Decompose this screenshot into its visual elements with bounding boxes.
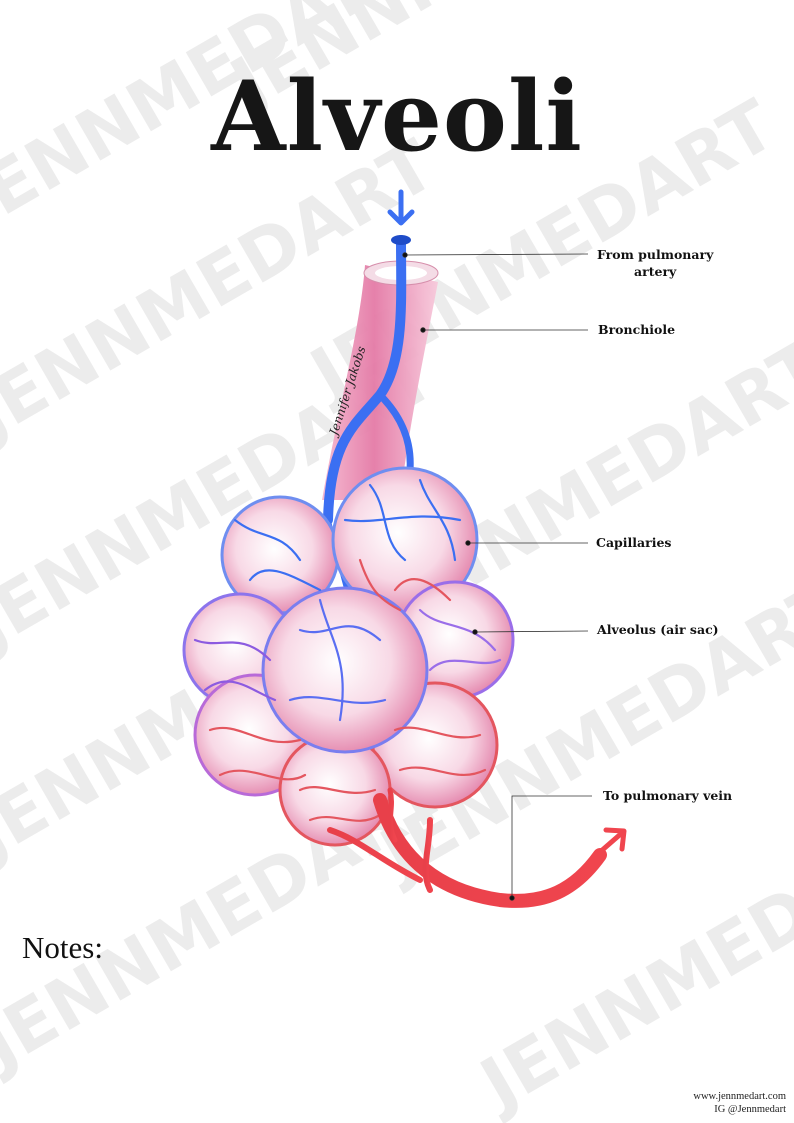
credit-instagram: IG @Jennmedart bbox=[714, 1104, 786, 1115]
alveolus-sac bbox=[261, 586, 429, 754]
label-pulmonary-artery-line2: artery bbox=[634, 264, 677, 279]
label-capillaries: Capillaries bbox=[596, 535, 672, 550]
capillary-network bbox=[193, 478, 502, 822]
label-bronchiole: Bronchiole bbox=[598, 322, 676, 337]
label-alveolus: Alveolus (air sac) bbox=[597, 622, 719, 637]
page-title: Alveoli bbox=[211, 60, 583, 173]
leader-lines bbox=[402, 252, 592, 901]
credit-website: www.jennmedart.com bbox=[693, 1091, 786, 1102]
label-pulmonary-vein: To pulmonary vein bbox=[603, 788, 733, 803]
pulmonary-vein bbox=[327, 787, 607, 908]
notes-heading: Notes: bbox=[22, 930, 103, 965]
label-pulmonary-artery: From pulmonary artery bbox=[597, 246, 713, 280]
inflow-arrow-icon bbox=[387, 189, 415, 226]
alveolar-cluster bbox=[182, 466, 515, 847]
outflow-arrow-icon bbox=[597, 827, 627, 855]
label-pulmonary-artery-line1: From pulmonary bbox=[597, 247, 714, 262]
